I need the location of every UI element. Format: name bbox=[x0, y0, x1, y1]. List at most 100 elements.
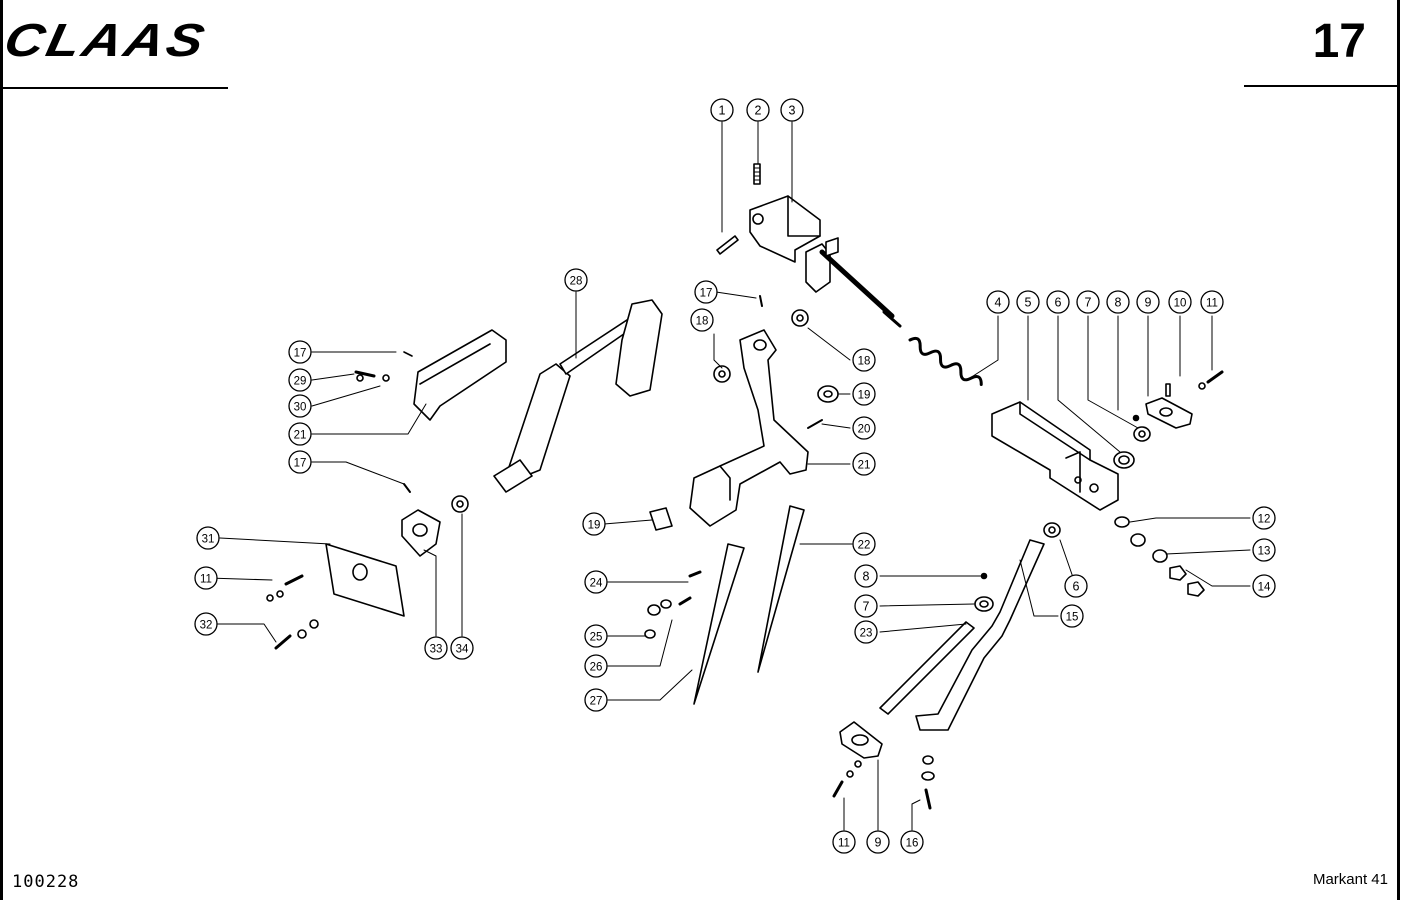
callout-24: 24 bbox=[584, 570, 608, 594]
callout-circle bbox=[288, 368, 312, 392]
callout-6: 6 bbox=[1046, 290, 1070, 314]
callout-2: 2 bbox=[746, 98, 770, 122]
callout-circle bbox=[450, 636, 474, 660]
callout-27: 27 bbox=[584, 688, 608, 712]
part-pin bbox=[716, 235, 739, 255]
callout-label: 7 bbox=[863, 600, 870, 614]
callout-circle bbox=[1046, 290, 1070, 314]
part-yoke-rod bbox=[749, 195, 902, 328]
callout-16: 16 bbox=[900, 830, 924, 854]
callout-label: 17 bbox=[294, 348, 307, 360]
part-washers-nuts bbox=[1114, 516, 1205, 597]
callout-label: 15 bbox=[1066, 612, 1079, 624]
callout-label: 18 bbox=[858, 356, 871, 368]
callout-25: 25 bbox=[584, 624, 608, 648]
callout-11: 11 bbox=[194, 566, 218, 590]
part-crank-center bbox=[689, 329, 839, 527]
callout-17: 17 bbox=[694, 280, 718, 304]
part-bushing-lower bbox=[649, 507, 673, 531]
callout-label: 30 bbox=[294, 402, 307, 414]
callout-circle bbox=[582, 512, 606, 536]
callout-circle bbox=[196, 526, 220, 550]
callout-label: 1 bbox=[719, 104, 726, 118]
callout-label: 29 bbox=[294, 376, 307, 388]
callout-7: 7 bbox=[1076, 290, 1100, 314]
callout-label: 20 bbox=[858, 424, 871, 436]
callout-circle bbox=[564, 268, 588, 292]
callout-label: 17 bbox=[700, 288, 713, 300]
callout-circle bbox=[866, 830, 890, 854]
callout-label: 28 bbox=[570, 276, 583, 288]
callout-circle bbox=[584, 570, 608, 594]
callout-label: 14 bbox=[1258, 582, 1271, 594]
callout-1: 1 bbox=[710, 98, 734, 122]
leader-lines bbox=[207, 121, 1251, 831]
callout-label: 33 bbox=[430, 644, 443, 656]
callout-12: 12 bbox=[1252, 506, 1276, 530]
callout-circle bbox=[1106, 290, 1130, 314]
part-bracket-left bbox=[354, 329, 507, 421]
callout-3: 3 bbox=[780, 98, 804, 122]
callout-circle bbox=[288, 340, 312, 364]
part-spring-pin bbox=[753, 163, 761, 185]
part-bushings bbox=[974, 414, 1151, 612]
callout-label: 24 bbox=[590, 578, 603, 590]
callout-circle bbox=[746, 98, 770, 122]
part-compression-spring bbox=[908, 336, 983, 387]
callout-8: 8 bbox=[1106, 290, 1130, 314]
part-rod bbox=[879, 621, 975, 715]
callout-circle bbox=[424, 636, 448, 660]
callout-circle bbox=[832, 830, 856, 854]
callout-4: 4 bbox=[986, 290, 1010, 314]
callout-circle bbox=[852, 416, 876, 440]
callout-circle bbox=[1252, 574, 1276, 598]
callout-label: 17 bbox=[294, 458, 307, 470]
callout-32: 32 bbox=[194, 612, 218, 636]
part-mounting-plate bbox=[266, 543, 405, 650]
callout-11: 11 bbox=[1200, 290, 1224, 314]
part-tines bbox=[644, 505, 805, 705]
callout-30: 30 bbox=[288, 394, 312, 418]
callout-label: 11 bbox=[838, 838, 850, 850]
callout-label: 2 bbox=[755, 104, 762, 118]
callout-label: 21 bbox=[294, 430, 307, 442]
part-flange-upper bbox=[1145, 370, 1224, 429]
callout-17: 17 bbox=[288, 450, 312, 474]
callout-circle bbox=[1064, 574, 1088, 598]
callout-19: 19 bbox=[852, 382, 876, 406]
callout-circle bbox=[1136, 290, 1160, 314]
part-flange-lower bbox=[832, 721, 935, 810]
callout-circle bbox=[1168, 290, 1192, 314]
callout-21: 21 bbox=[852, 452, 876, 476]
callout-18: 18 bbox=[690, 308, 714, 332]
callout-circle bbox=[584, 688, 608, 712]
callout-label: 26 bbox=[590, 662, 603, 674]
part-lever-arm bbox=[915, 539, 1045, 731]
callout-circle bbox=[852, 452, 876, 476]
part-housing-tube bbox=[991, 401, 1119, 511]
callout-34: 34 bbox=[450, 636, 474, 660]
callout-14: 14 bbox=[1252, 574, 1276, 598]
callout-circle bbox=[1252, 506, 1276, 530]
callout-label: 16 bbox=[906, 838, 919, 850]
callout-8: 8 bbox=[854, 564, 878, 588]
callout-label: 31 bbox=[202, 534, 215, 546]
callout-circle bbox=[1200, 290, 1224, 314]
callout-circle bbox=[710, 98, 734, 122]
callout-31: 31 bbox=[196, 526, 220, 550]
callout-circle bbox=[780, 98, 804, 122]
callout-circle bbox=[194, 612, 218, 636]
callout-label: 22 bbox=[858, 540, 871, 552]
callout-17: 17 bbox=[288, 340, 312, 364]
callout-label: 12 bbox=[1258, 514, 1271, 526]
callout-19: 19 bbox=[582, 512, 606, 536]
callout-label: 19 bbox=[588, 520, 601, 532]
part-bushing-upper bbox=[713, 295, 809, 383]
callout-circle bbox=[288, 422, 312, 446]
callout-label: 11 bbox=[200, 574, 212, 586]
callout-10: 10 bbox=[1168, 290, 1192, 314]
callout-label: 34 bbox=[456, 644, 469, 656]
